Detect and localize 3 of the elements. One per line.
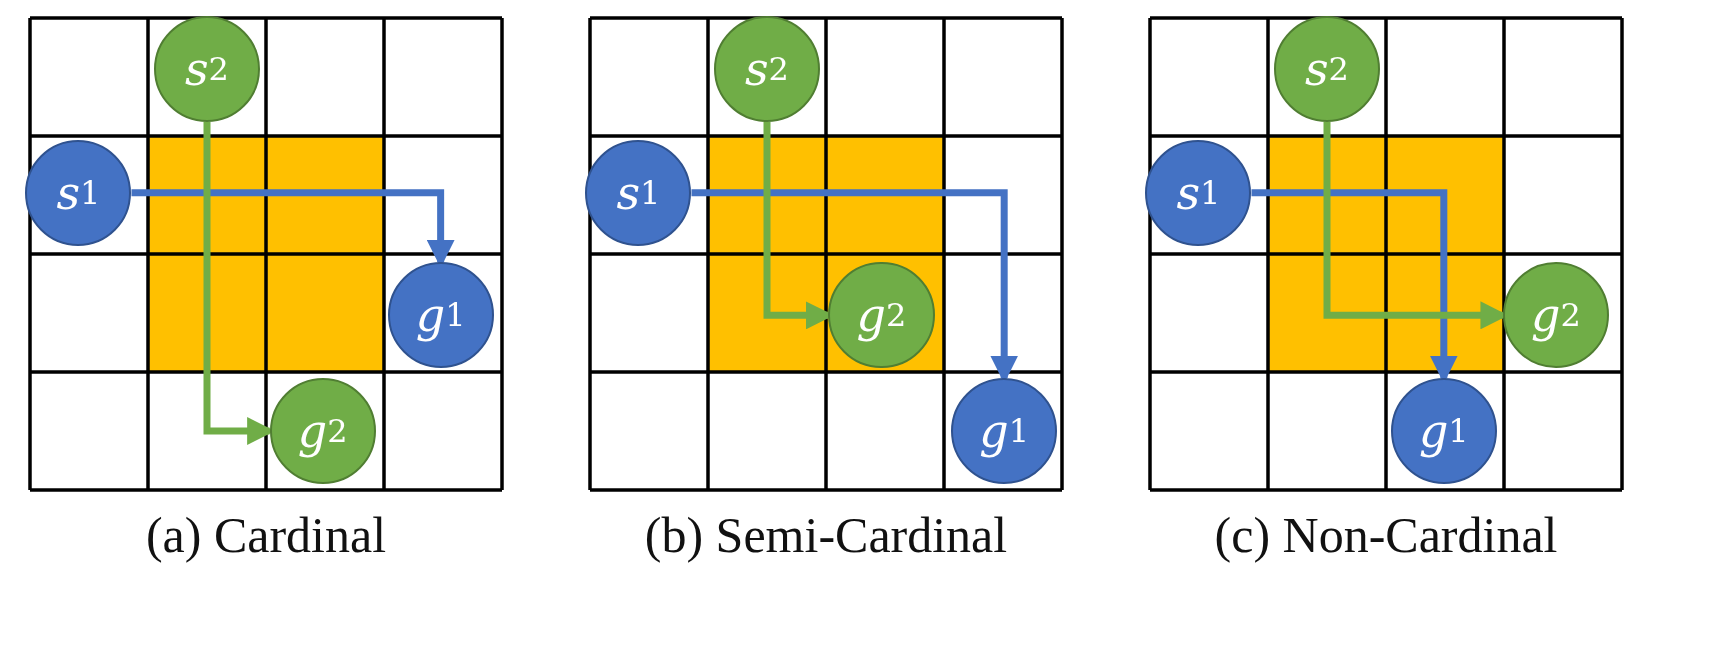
panel-title: (c) Non-Cardinal <box>1214 506 1558 564</box>
panel-title: (a) Cardinal <box>145 506 387 564</box>
panel-title: (b) Semi-Cardinal <box>644 506 1008 564</box>
